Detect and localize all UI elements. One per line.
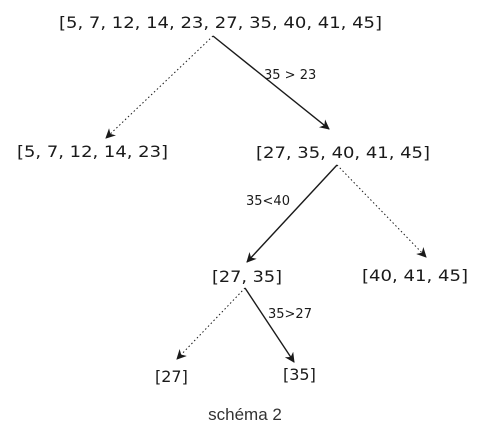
edge-right1-to-left2: [246, 164, 338, 263]
node-left-1: [5, 7, 12, 14, 23]: [17, 142, 168, 161]
node-left-2: [27, 35]: [212, 267, 282, 286]
edge-label-right1-left2: 35<40: [246, 194, 290, 209]
edge-label-root-right: 35 > 23: [264, 68, 316, 83]
edge-right1-to-right2: [336, 164, 427, 258]
node-right-2: [40, 41, 45]: [362, 266, 468, 285]
edge-left2-to-right3: [244, 287, 295, 363]
edge-root-to-right: [212, 35, 330, 130]
edge-root-to-left: [105, 35, 214, 139]
node-right-3-result: [35]: [283, 365, 316, 384]
node-root: [5, 7, 12, 14, 23, 27, 35, 40, 41, 45]: [59, 13, 382, 32]
edge-label-left2-right3: 35>27: [268, 307, 312, 322]
edge-left2-to-left3: [176, 287, 246, 360]
node-right-1: [27, 35, 40, 41, 45]: [256, 143, 430, 162]
figure-caption: schéma 2: [208, 405, 282, 424]
node-left-3: [27]: [155, 367, 188, 386]
